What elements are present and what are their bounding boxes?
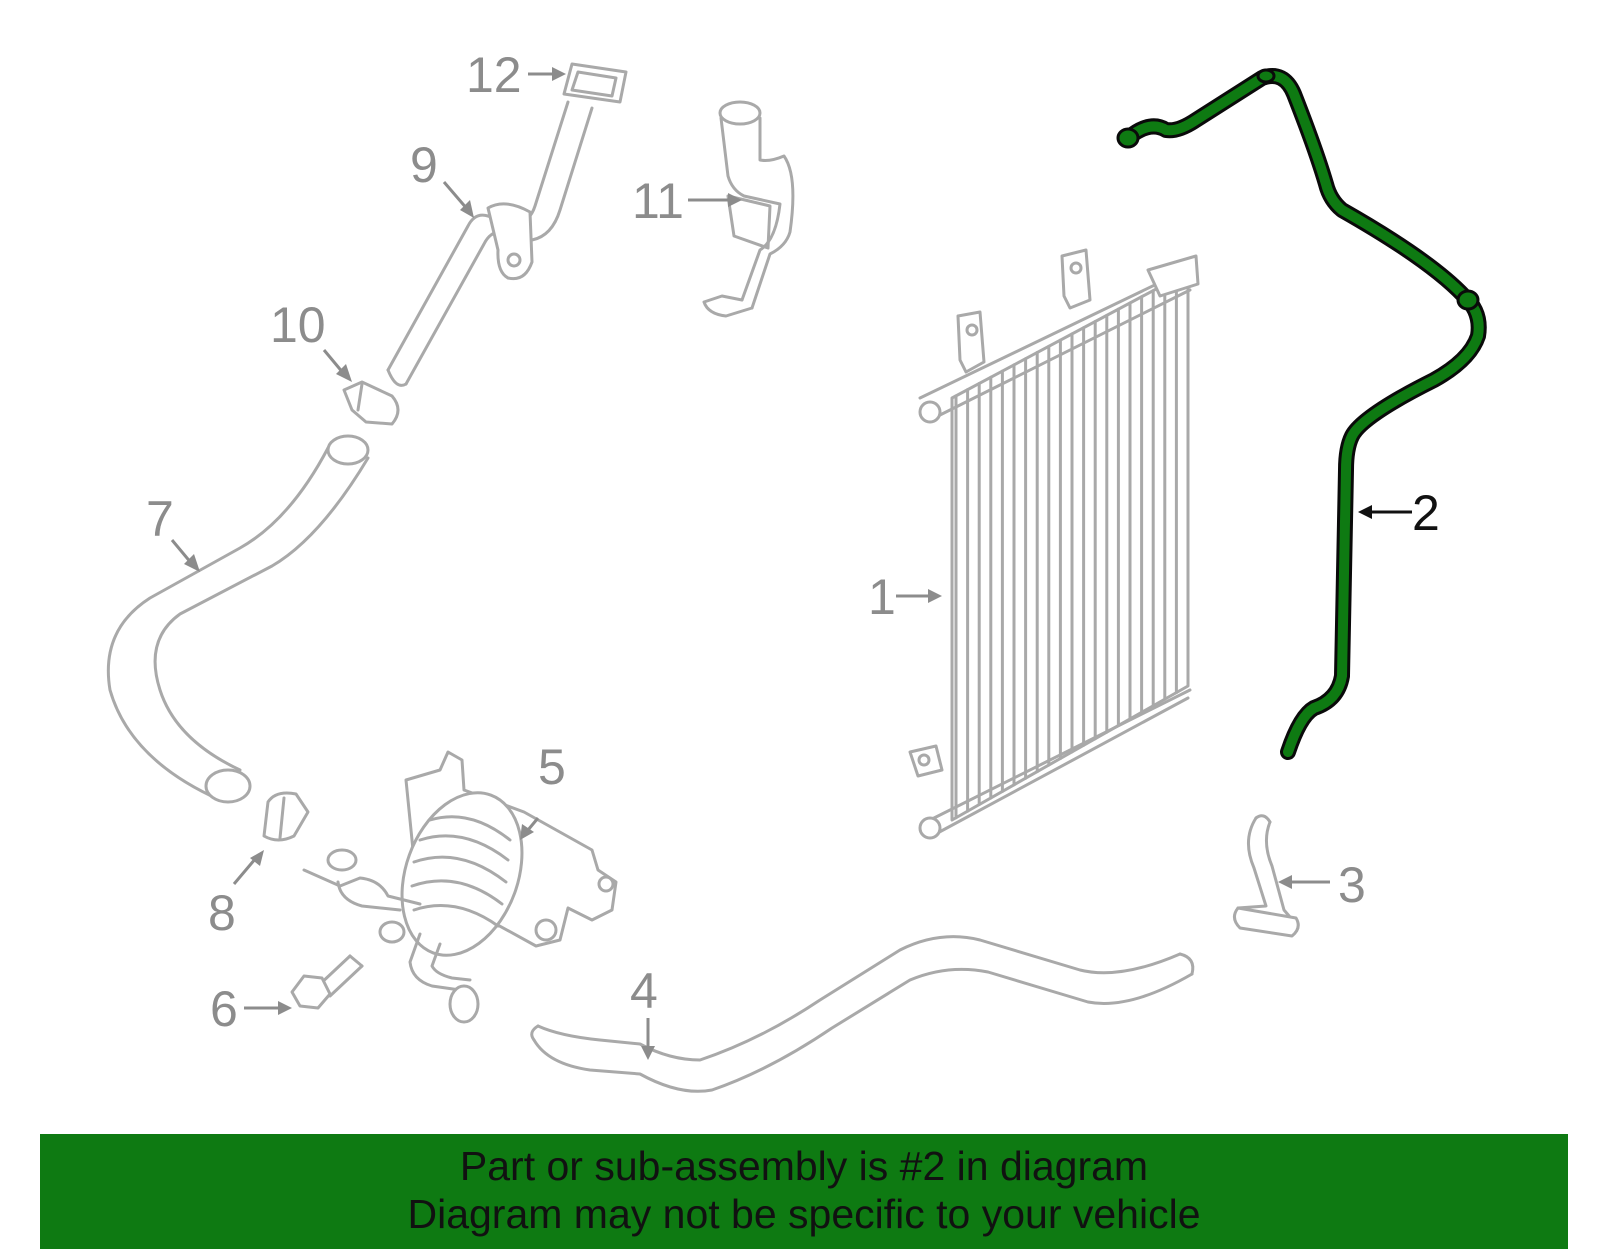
callout-arrows [170,67,1412,1060]
part-3-pipe[interactable] [1233,814,1300,938]
part-8-clamp[interactable] [262,791,310,842]
info-banner: Part or sub-assembly is #2 in diagram Di… [40,1134,1568,1249]
callout-7[interactable]: 7 [146,491,174,547]
parts-diagram: 12 9 10 11 7 1 2 3 5 8 6 4 [106,47,1487,1093]
part-6-bolt[interactable] [290,954,364,1010]
callout-4[interactable]: 4 [630,963,658,1019]
callout-2[interactable]: 2 [1412,485,1440,541]
banner-line-2: Diagram may not be specific to your vehi… [407,1191,1201,1237]
part-5-oil-cooler[interactable] [302,750,618,1024]
callout-9[interactable]: 9 [410,137,438,193]
callout-12[interactable]: 12 [466,47,522,103]
part-4-hose[interactable] [530,935,1195,1093]
callout-6[interactable]: 6 [210,981,238,1037]
callout-1[interactable]: 1 [868,569,896,625]
part-11-hose[interactable] [702,100,795,318]
part-1-radiator[interactable] [908,248,1200,840]
callout-5[interactable]: 5 [538,739,566,795]
part-9-hose[interactable] [386,100,594,387]
callout-10[interactable]: 10 [270,297,326,353]
callout-11[interactable]: 11 [632,173,684,229]
part-2-hose[interactable] [1116,68,1487,760]
part-12-seal[interactable] [562,62,628,104]
banner-line-1: Part or sub-assembly is #2 in diagram [459,1143,1149,1189]
callout-3[interactable]: 3 [1338,857,1366,913]
part-10-clamp[interactable] [342,380,400,426]
part-7-hose[interactable] [106,434,370,804]
callout-8[interactable]: 8 [208,885,236,941]
